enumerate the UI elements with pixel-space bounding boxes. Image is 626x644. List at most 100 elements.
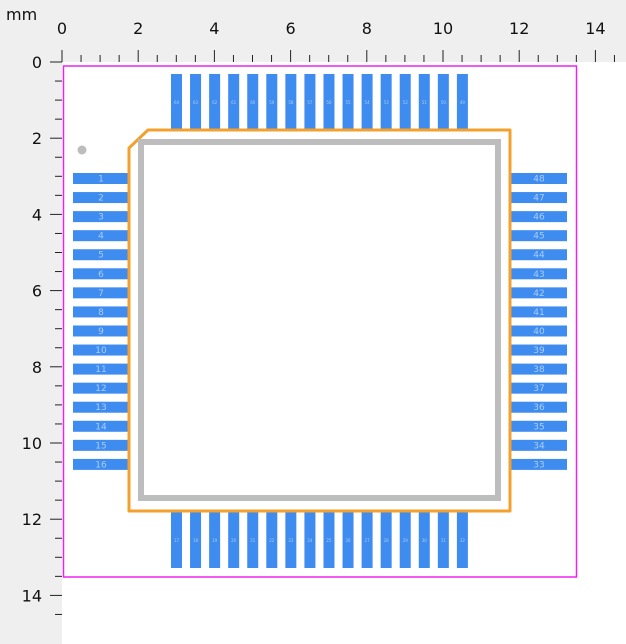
pad-label: 10 [95,346,107,356]
pad-label: 43 [533,270,544,280]
pad: 16 [73,458,129,470]
pad: 22 [266,512,278,568]
pad-label: 5 [98,251,104,261]
pad: 34 [511,439,567,451]
pad: 7 [73,287,129,299]
pad: 24 [304,512,316,568]
pad-label: 58 [288,100,294,105]
pad-label: 3 [98,213,104,223]
pad-label: 36 [533,403,545,413]
pad: 48 [511,173,567,185]
pad-label: 4 [98,232,104,242]
pad-label: 64 [174,100,180,105]
pad: 60 [247,74,259,130]
pad-label: 32 [460,538,466,543]
pin1-marker [77,145,87,155]
pad: 61 [228,74,240,130]
pad: 20 [228,512,240,568]
pad-label: 35 [533,422,544,432]
pad: 44 [511,249,567,261]
pad: 9 [73,325,129,337]
x-tick-label: 0 [57,19,67,38]
pad: 54 [361,74,373,130]
pad: 38 [511,363,567,375]
pad-label: 54 [365,100,371,105]
pad-label: 56 [326,100,332,105]
pad-label: 53 [384,100,390,105]
pad-label: 9 [98,327,104,337]
pad: 26 [342,512,354,568]
pad-label: 57 [307,100,313,105]
left-ruler [0,0,62,644]
pad: 42 [511,287,567,299]
x-tick-label: 8 [362,19,372,38]
pad: 62 [209,74,221,130]
pad-label: 49 [460,100,466,105]
pad-label: 33 [533,460,544,470]
pad-label: 19 [212,538,218,543]
pad: 32 [456,512,468,568]
pad-label: 26 [345,538,351,543]
pad: 19 [209,512,221,568]
pad: 14 [73,420,129,432]
pad: 29 [399,512,411,568]
pad-label: 34 [533,441,545,451]
pad-label: 12 [95,384,106,394]
y-tick-label: 6 [32,282,42,301]
pad-label: 1 [98,175,104,185]
pad: 58 [285,74,297,130]
pad-label: 25 [326,538,332,543]
x-tick-label: 2 [133,19,143,38]
pad-label: 47 [533,194,544,204]
y-tick-label: 14 [22,586,42,605]
pad: 55 [342,74,354,130]
pad-label: 50 [441,100,447,105]
pad-label: 27 [365,538,371,543]
courtyard-outline [62,65,578,578]
pad: 33 [511,458,567,470]
x-tick-label: 4 [209,19,219,38]
pad: 1 [73,173,129,185]
pad-label: 37 [533,384,544,394]
pad-label: 60 [250,100,256,105]
pad: 49 [456,74,468,130]
pad-label: 14 [95,422,107,432]
pad-group: 1234567891011121314151648474645444342414… [73,74,567,568]
pad: 37 [511,382,567,394]
pad: 40 [511,325,567,337]
ruler-unit-label: mm [6,5,37,24]
pad-label: 62 [212,100,218,105]
pad-label: 18 [193,538,199,543]
y-tick-label: 8 [32,358,42,377]
pad: 63 [190,74,202,130]
pad-label: 13 [95,403,106,413]
pad-label: 15 [95,441,106,451]
pad: 3 [73,211,129,223]
pad: 57 [304,74,316,130]
pad-label: 39 [533,346,545,356]
pad-label: 52 [403,100,409,105]
y-tick-label: 12 [22,510,42,529]
pad: 11 [73,363,129,375]
pad: 30 [418,512,430,568]
pad-label: 21 [250,538,256,543]
pad: 23 [285,512,297,568]
pad: 18 [190,512,202,568]
pad: 2 [73,192,129,204]
pad-label: 28 [384,538,390,543]
pad-label: 63 [193,100,199,105]
pad-label: 23 [288,538,294,543]
pad: 35 [511,420,567,432]
pad: 51 [418,74,430,130]
pad-label: 42 [533,289,544,299]
y-tick-label: 2 [32,129,42,148]
pad: 5 [73,249,129,261]
silkscreen-outline [127,128,512,513]
pad: 13 [73,401,129,413]
pad: 25 [323,512,335,568]
pad: 12 [73,382,129,394]
pad-label: 11 [95,365,106,375]
pad-label: 16 [95,460,107,470]
pad: 45 [511,230,567,242]
